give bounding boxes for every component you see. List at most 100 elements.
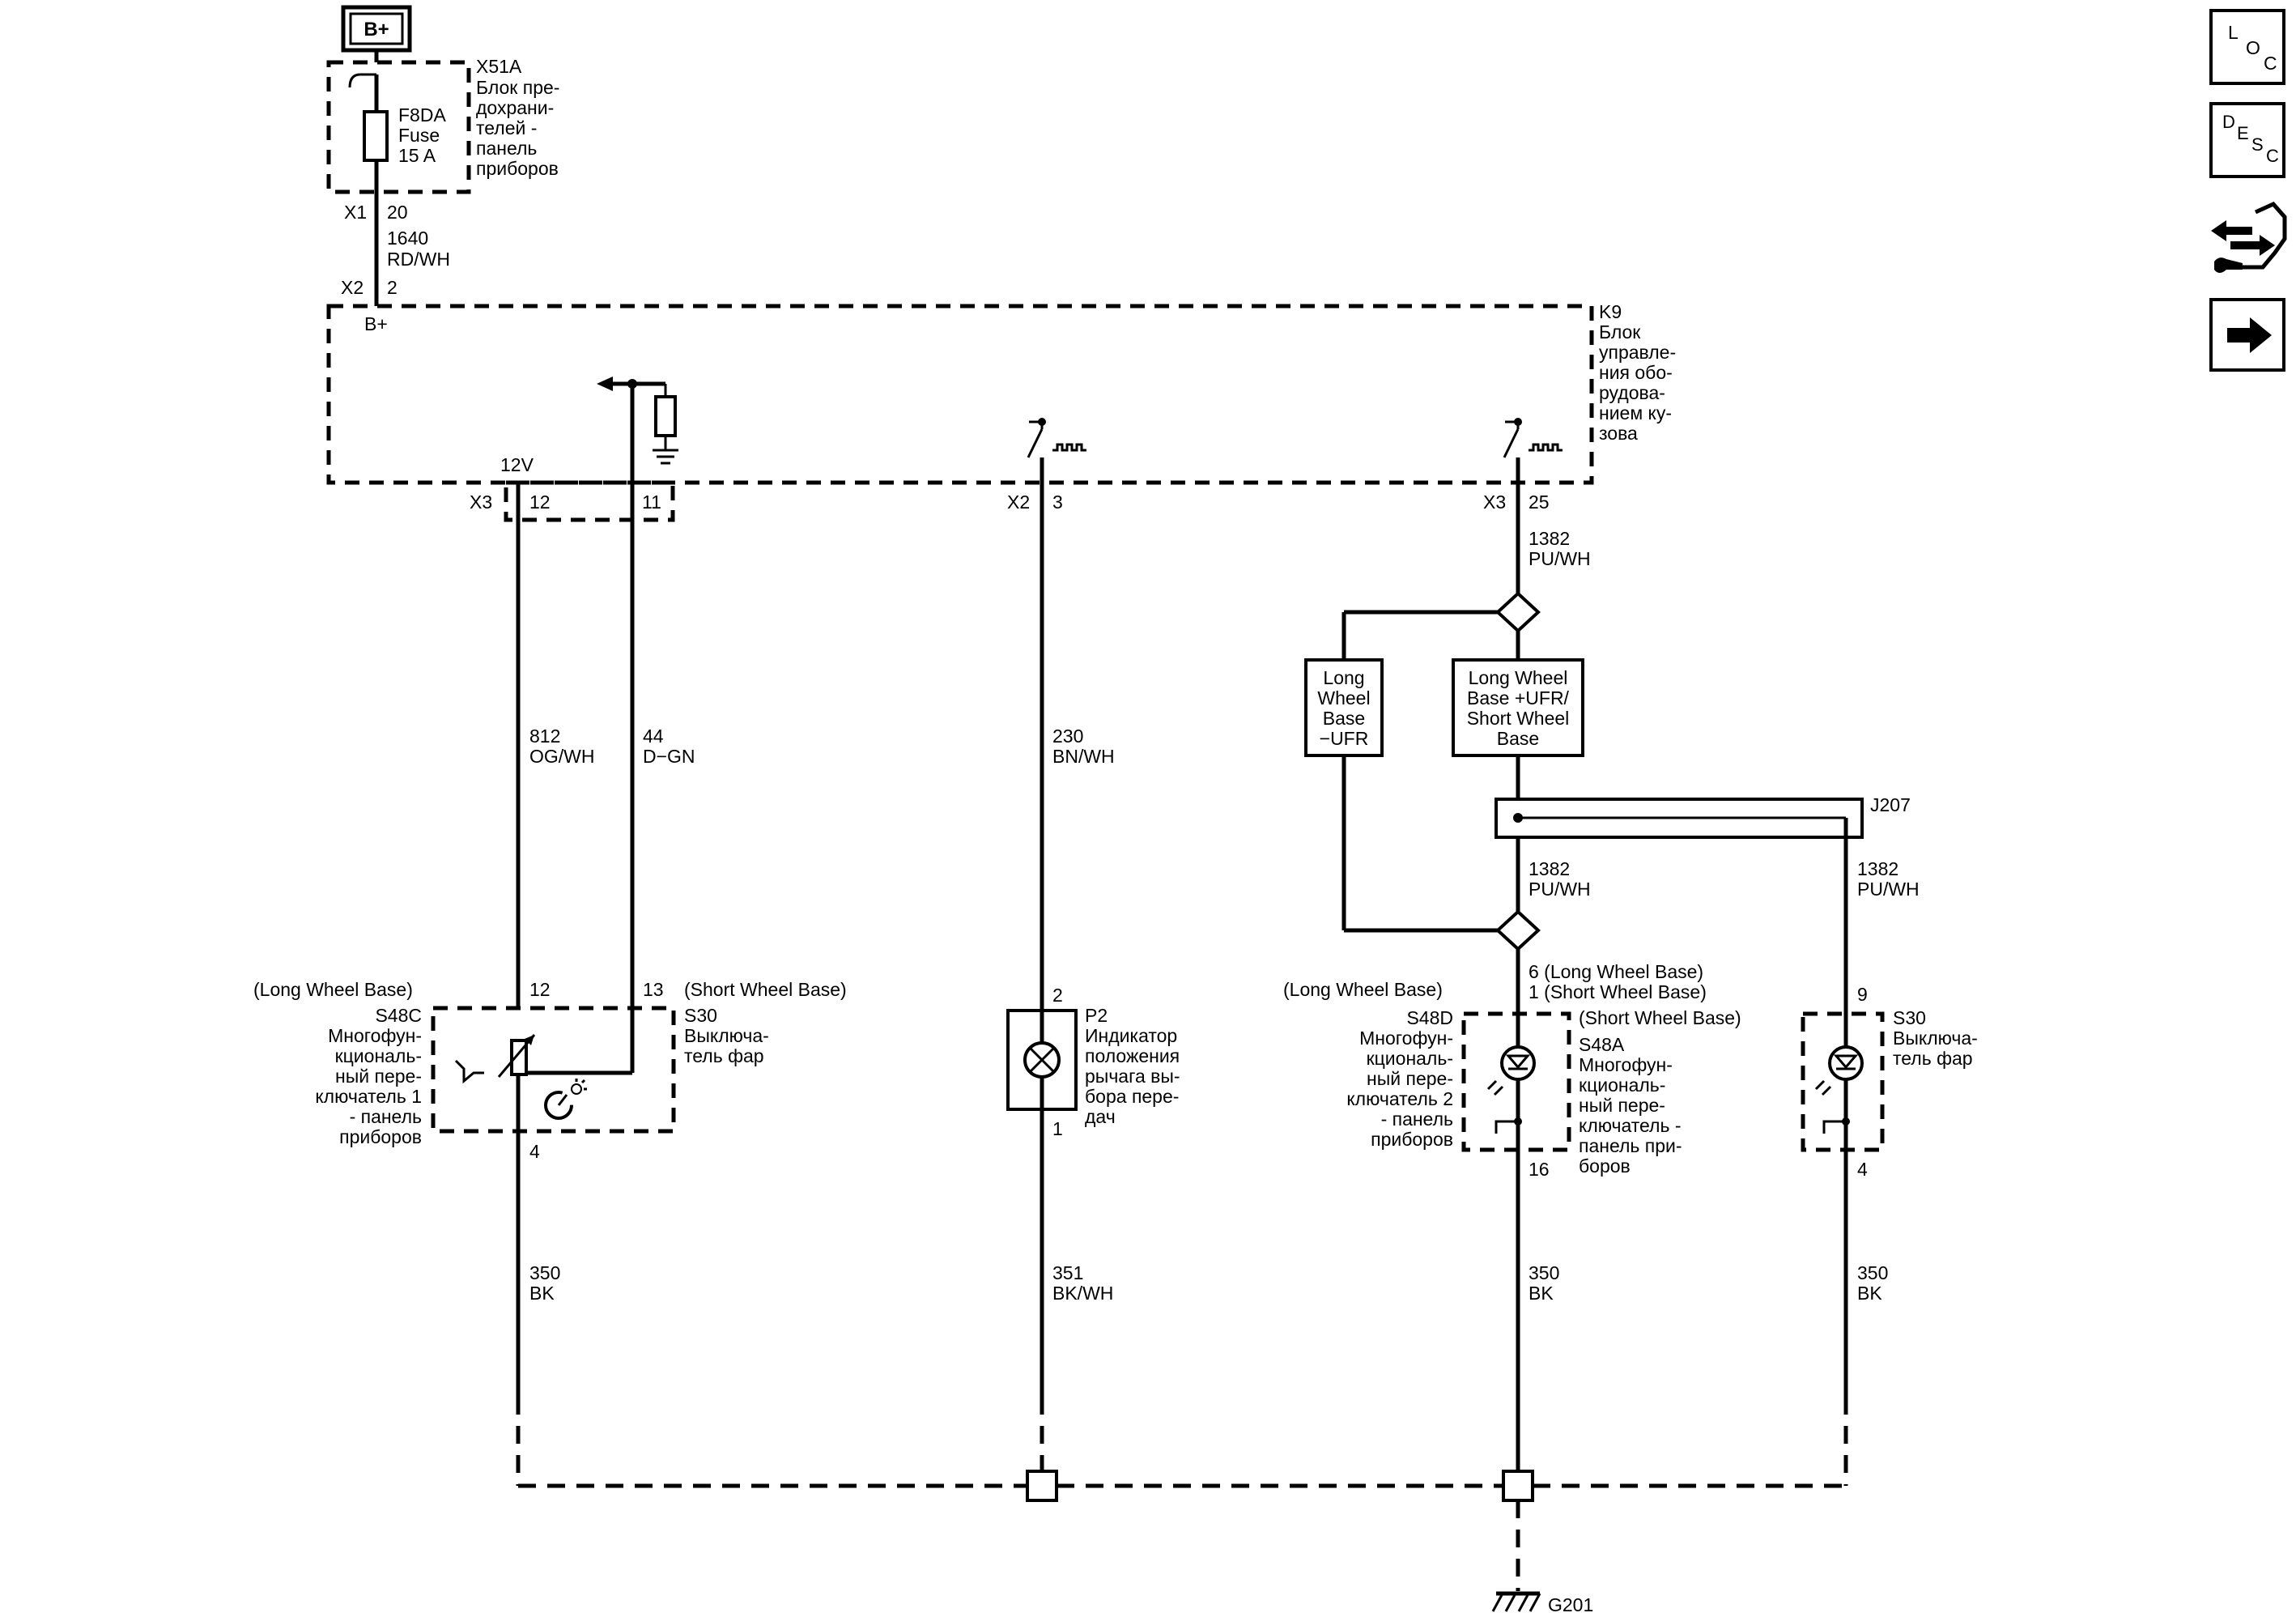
s48d-desc-6: приборов <box>1371 1129 1453 1150</box>
light-rays-icon <box>1814 1079 1826 1091</box>
svg-text:L: L <box>2228 22 2239 43</box>
wire-1382a-color: PU/WH <box>1529 548 1591 569</box>
s30b-id: S30 <box>1893 1007 1926 1028</box>
s48d-pin-16: 16 <box>1529 1159 1550 1180</box>
fuse-block-desc-1: Блок пре- <box>476 77 559 98</box>
wire-230-color: BN/WH <box>1052 746 1115 767</box>
s48a-desc-5: панель при- <box>1579 1135 1682 1156</box>
wire-1640-number: 1640 <box>387 228 428 249</box>
pin-20: 20 <box>387 202 408 223</box>
wire-1382c-color: PU/WH <box>1857 879 1920 900</box>
s48a-desc-1: Многофун- <box>1579 1054 1673 1075</box>
module-desc-3: ния обо- <box>1599 362 1673 383</box>
fuse-rating: 15 A <box>398 145 436 166</box>
next-page-button[interactable] <box>2209 298 2285 372</box>
loc-button[interactable]: L O C <box>2209 9 2285 85</box>
power-source: B+ <box>341 5 412 53</box>
desc-button[interactable]: D E S C <box>2209 102 2285 178</box>
option-branch-top <box>1495 591 1541 633</box>
s30a-pin-13: 13 <box>643 979 664 1000</box>
wire-350a-number: 350 <box>529 1262 560 1283</box>
switch-input-icon <box>1503 418 1563 458</box>
svg-text:Long Wheel: Long Wheel <box>1469 667 1568 688</box>
s48d-desc-5: - панель <box>1381 1108 1453 1130</box>
option-lwb-ufr-swb: Long Wheel Base +UFR/ Short Wheel Base <box>1452 658 1584 757</box>
p2-desc-5: дач <box>1085 1106 1116 1127</box>
wire-1382c-number: 1382 <box>1857 858 1898 879</box>
s48c-desc-4: ключатель 1 <box>315 1086 422 1107</box>
switch-contact-icon <box>1495 1120 1518 1134</box>
ground-bus <box>516 1397 1848 1591</box>
option-branch-bottom <box>1495 909 1541 951</box>
switch-s30-right <box>1801 1011 1885 1152</box>
svg-text:O: O <box>2246 37 2260 58</box>
fuse-block-desc-4: панель <box>476 138 537 159</box>
ground-id: G201 <box>1548 1594 1593 1615</box>
pin-25-module: 25 <box>1529 491 1550 513</box>
s48a-desc-2: кциональ- <box>1579 1074 1665 1096</box>
connector-wrench-icon[interactable] <box>2211 201 2287 273</box>
pin-12-module: 12 <box>529 491 551 513</box>
s48a-desc-3: ный пере- <box>1579 1095 1665 1116</box>
s30a-desc-2: тель фар <box>684 1045 764 1066</box>
module-desc-4: рудова- <box>1599 382 1665 403</box>
s48c-desc-2: кциональ- <box>335 1045 422 1066</box>
fuse-type: Fuse <box>398 125 440 146</box>
input-arrow-icon <box>597 377 613 391</box>
module-desc-2: управле- <box>1599 342 1676 363</box>
ground-connector-right <box>1502 1470 1534 1502</box>
svg-text:S: S <box>2251 134 2264 155</box>
wire-350a-color: BK <box>529 1283 555 1304</box>
wire-812-color: OG/WH <box>529 746 595 767</box>
svg-text:Base: Base <box>1323 708 1365 729</box>
s48d-variant: (Long Wheel Base) <box>1283 979 1443 1000</box>
s48d-id: S48D <box>1406 1007 1453 1028</box>
s48a-variant: (Short Wheel Base) <box>1579 1007 1741 1028</box>
switch-s48c-s30 <box>431 1006 676 1134</box>
option-lwb-ufr: Long Wheel Base −UFR <box>1304 658 1384 757</box>
svg-text:Long: Long <box>1323 667 1364 688</box>
fuse-block-desc-3: телей - <box>476 117 537 138</box>
pin-11-module: 11 <box>642 491 661 513</box>
s48a-desc-4: ключатель - <box>1579 1115 1682 1136</box>
splice-id: J207 <box>1870 794 1911 815</box>
svg-text:Base +UFR/: Base +UFR/ <box>1467 687 1570 709</box>
fuse-block-x51a: F8DA Fuse 15 A X51A Блок пре- дохрани- т… <box>326 56 559 194</box>
p2-desc-2: положения <box>1085 1045 1180 1066</box>
s48d-desc-4: ключатель 2 <box>1346 1088 1453 1109</box>
connector-x1: X1 <box>344 202 367 223</box>
module-id: K9 <box>1599 301 1622 322</box>
led-icon <box>1828 1045 1864 1081</box>
s48a-id: S48A <box>1579 1034 1625 1055</box>
s48c-pin-12: 12 <box>529 979 551 1000</box>
module-k9: B+ K9 Блок управле- ния обо- рудова- ние… <box>326 301 1676 535</box>
switch-s48d-s48a <box>1461 1011 1571 1152</box>
s48d-desc-2: кциональ- <box>1367 1048 1453 1069</box>
module-desc-5: нием ку- <box>1599 402 1672 423</box>
wire-44-color: D−GN <box>643 746 695 767</box>
wire-351-number: 351 <box>1052 1262 1083 1283</box>
wire-812-number: 812 <box>529 726 560 747</box>
s48d-pin-swb: 1 (Short Wheel Base) <box>1529 981 1707 1002</box>
s30b-pin-9: 9 <box>1857 984 1868 1005</box>
splice-j207: J207 <box>1495 794 1911 839</box>
light-rays-icon <box>1486 1079 1498 1091</box>
arrow-right-icon <box>2227 317 2272 353</box>
pin-3-module: 3 <box>1052 491 1063 513</box>
fuse-name: F8DA <box>398 104 446 126</box>
s30a-id: S30 <box>684 1005 717 1026</box>
connector-x3-b: X3 <box>1483 491 1506 513</box>
s48c-desc-5: - панель <box>350 1106 422 1127</box>
svg-text:Wheel: Wheel <box>1317 687 1370 709</box>
p2-pin-2: 2 <box>1052 985 1063 1006</box>
wire-44-number: 44 <box>643 726 664 747</box>
svg-text:Base: Base <box>1497 728 1539 749</box>
pin-2-in: 2 <box>387 277 398 298</box>
s30b-desc-1: Выключа- <box>1893 1028 1978 1049</box>
switch-contact-icon <box>454 1059 484 1084</box>
s48c-desc-6: приборов <box>339 1126 422 1147</box>
connector-x2-b: X2 <box>1007 491 1030 513</box>
svg-text:E: E <box>2237 123 2249 143</box>
wire-351-color: BK/WH <box>1052 1283 1113 1304</box>
